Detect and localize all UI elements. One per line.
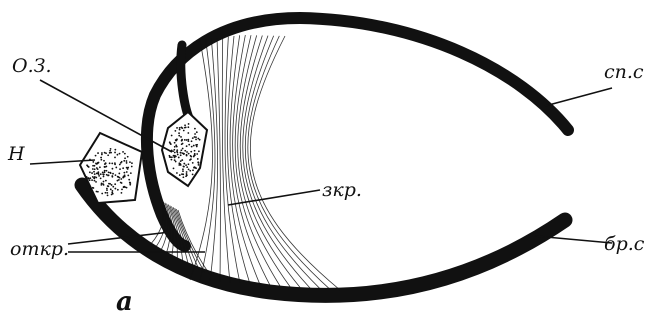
label-closing-muscle: зкр.	[322, 179, 362, 201]
closing-muscle-fibres	[190, 35, 340, 290]
leader-dorsal-valve	[545, 88, 612, 106]
ligament-zone-pad	[162, 112, 207, 186]
dorsal-valve-outline	[147, 18, 568, 246]
label-node: Н	[7, 143, 25, 165]
label-ligament-zone: О.З.	[12, 55, 52, 77]
label-dorsal-valve: сп.с	[604, 61, 644, 83]
label-panel: а	[116, 287, 133, 317]
leader-closing-muscle	[228, 190, 320, 205]
label-opening-muscle: откр.	[10, 238, 69, 260]
label-ventral-valve: бр.с	[604, 233, 645, 255]
